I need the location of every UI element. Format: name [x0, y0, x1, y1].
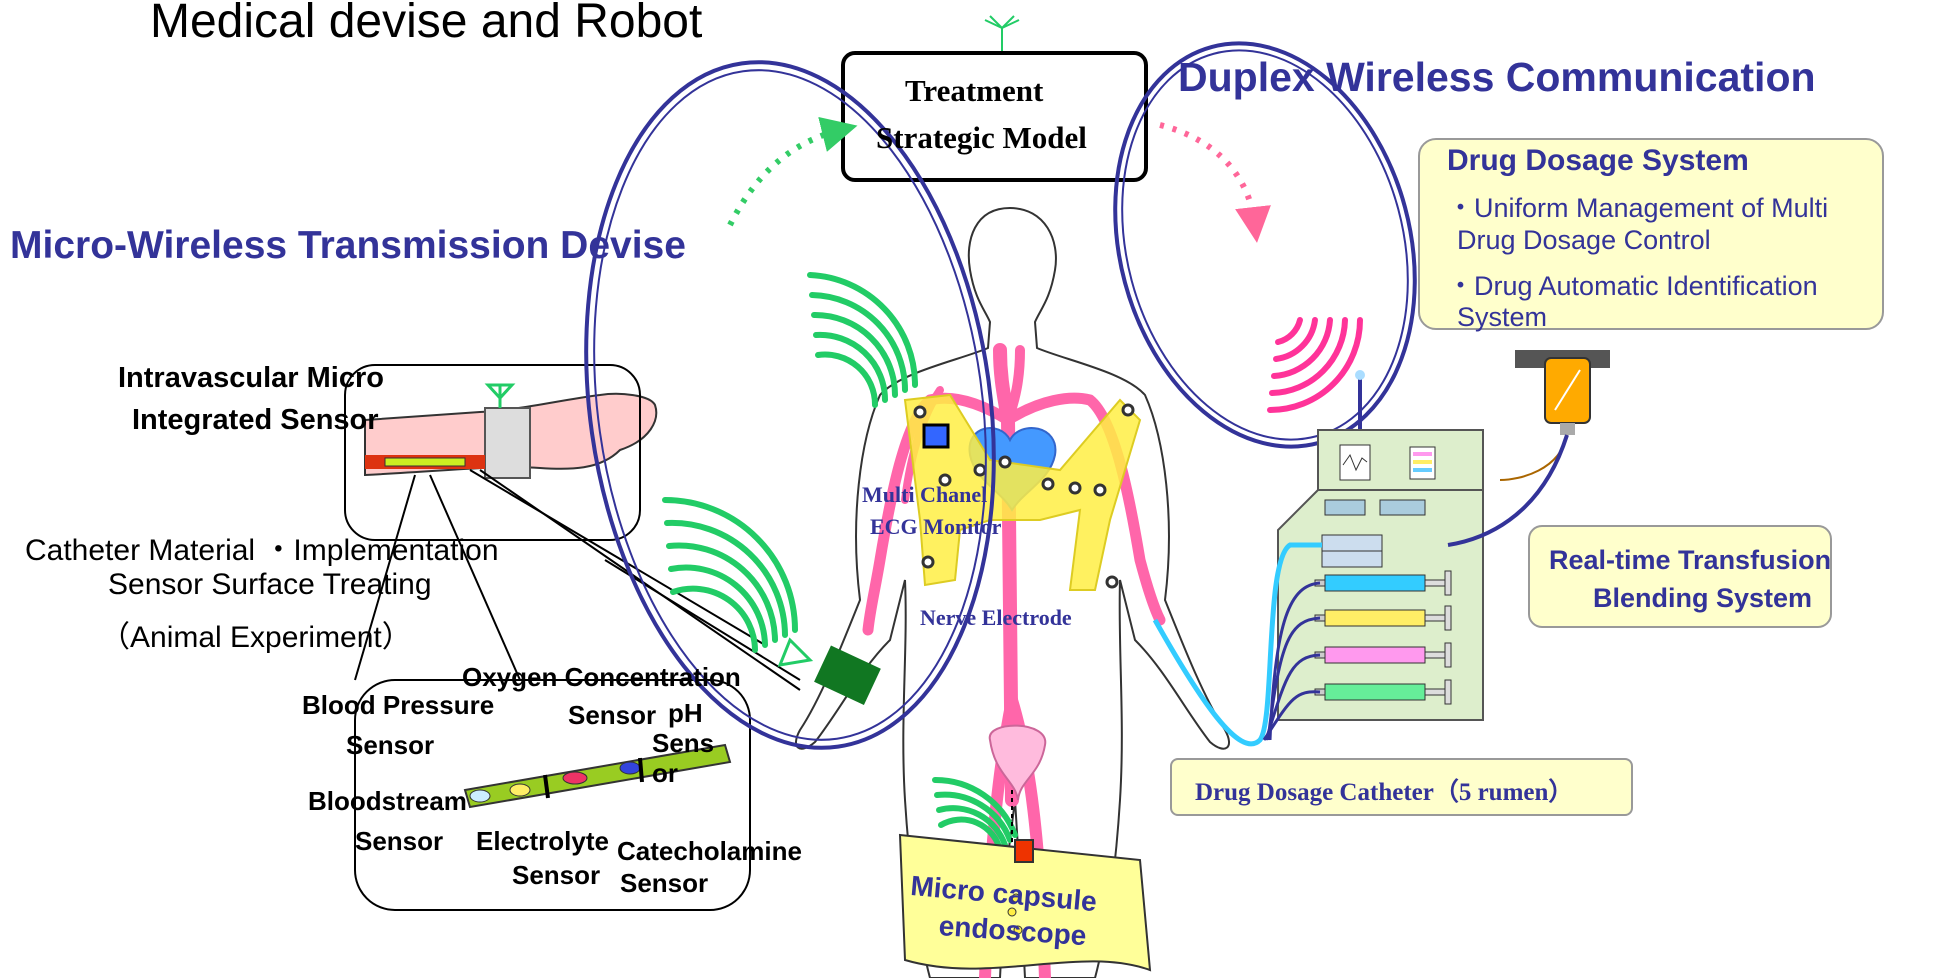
treatment-line1: Treatment — [905, 73, 1044, 108]
ph-label: pH — [668, 698, 703, 728]
blood-pressure-sensor-label: Sensor — [346, 730, 435, 760]
catheter-material-line1: Catheter Material ・Implementation — [25, 534, 499, 567]
catheter-box — [1170, 758, 1633, 816]
ph-sensor-label: Sens — [652, 728, 715, 758]
ecg-line2: ECG Monitor — [870, 514, 1002, 539]
duplex-title: Duplex Wireless Communication — [1178, 54, 1816, 100]
catecholamine-sensor-label: Sensor — [620, 868, 709, 898]
blood-pressure-label: Blood Pressure — [302, 690, 495, 720]
wireless-waves-upper — [807, 272, 919, 408]
electrolyte-label: Electrolyte — [476, 826, 609, 856]
pink-arrow — [1159, 122, 1271, 243]
oxygen-sensor-label: Sensor — [568, 700, 657, 730]
drug-dosage-line2: Drug Dosage Control — [1457, 225, 1711, 255]
electrodes — [913, 403, 1135, 589]
ph-sensor-label-2: or — [652, 758, 678, 788]
iv-bag-icon — [1447, 350, 1610, 547]
wireless-waves-lower — [932, 776, 1018, 853]
transfusion-box — [1528, 525, 1832, 628]
catecholamine-label: Catecholamine — [617, 836, 802, 866]
syringes — [1314, 570, 1452, 705]
sensor-box — [354, 679, 751, 911]
probe-antenna-icon — [777, 637, 814, 667]
wrist-antenna-icon — [484, 383, 516, 408]
bloodstream-sensor-label: Sensor — [355, 826, 444, 856]
capsule-icon — [1014, 839, 1034, 863]
nerve-label: Nerve Electrode — [920, 605, 1072, 630]
drug-dosage-line4: System — [1457, 302, 1548, 332]
treatment-box — [841, 51, 1148, 182]
ecg-line1: Multi Chanel — [862, 482, 988, 507]
transfusion-line2: Blending System — [1593, 583, 1813, 613]
catheter-line — [1152, 542, 1322, 747]
electrolyte-sensor-label: Sensor — [512, 860, 601, 890]
antenna-icon — [984, 15, 1020, 54]
left-ellipse — [584, 60, 996, 750]
intravascular-line1: Intravascular Micro — [118, 362, 384, 394]
catheter-material-line2: Sensor Surface Treating — [108, 568, 432, 601]
catheter-tube — [463, 743, 732, 809]
drug-dosage-box — [1418, 138, 1884, 330]
treatment-line2: Strategic Model — [876, 120, 1087, 155]
wireless-waves-middle — [662, 497, 798, 653]
ecg-pads — [903, 393, 1142, 591]
wrist-device — [484, 407, 531, 479]
bloodstream-label: Bloodstream — [308, 786, 467, 816]
connector-lines — [354, 469, 801, 691]
catheter-label: Drug Dosage Catheter（5 rumen） — [1195, 779, 1574, 806]
green-arrow — [727, 116, 858, 227]
intravascular-box — [344, 364, 641, 541]
drug-dosage-line3: ・Drug Automatic Identification — [1447, 271, 1818, 301]
drug-dosage-title: Drug Dosage System — [1447, 144, 1749, 177]
oxygen-label: Oxygen Concentration — [462, 662, 741, 692]
probe-device — [814, 645, 881, 705]
capsule-card — [898, 833, 1152, 972]
intravascular-line2: Integrated Sensor — [132, 404, 379, 436]
catheter-material-line3: （Animal Experiment） — [100, 621, 412, 654]
wireless-waves-pink — [1267, 317, 1363, 413]
micro-wireless-title: Micro-Wireless Transmission Devise — [10, 224, 686, 267]
transfusion-line1: Real-time Transfusion — [1549, 545, 1832, 575]
page-title: Medical devise and Robot — [150, 0, 703, 48]
ecg-monitor-icon — [922, 423, 950, 449]
stomach-icon — [988, 724, 1047, 801]
catheter-lines-colored — [1262, 581, 1321, 741]
drug-dosage-line1: ・Uniform Management of Multi — [1447, 193, 1829, 223]
